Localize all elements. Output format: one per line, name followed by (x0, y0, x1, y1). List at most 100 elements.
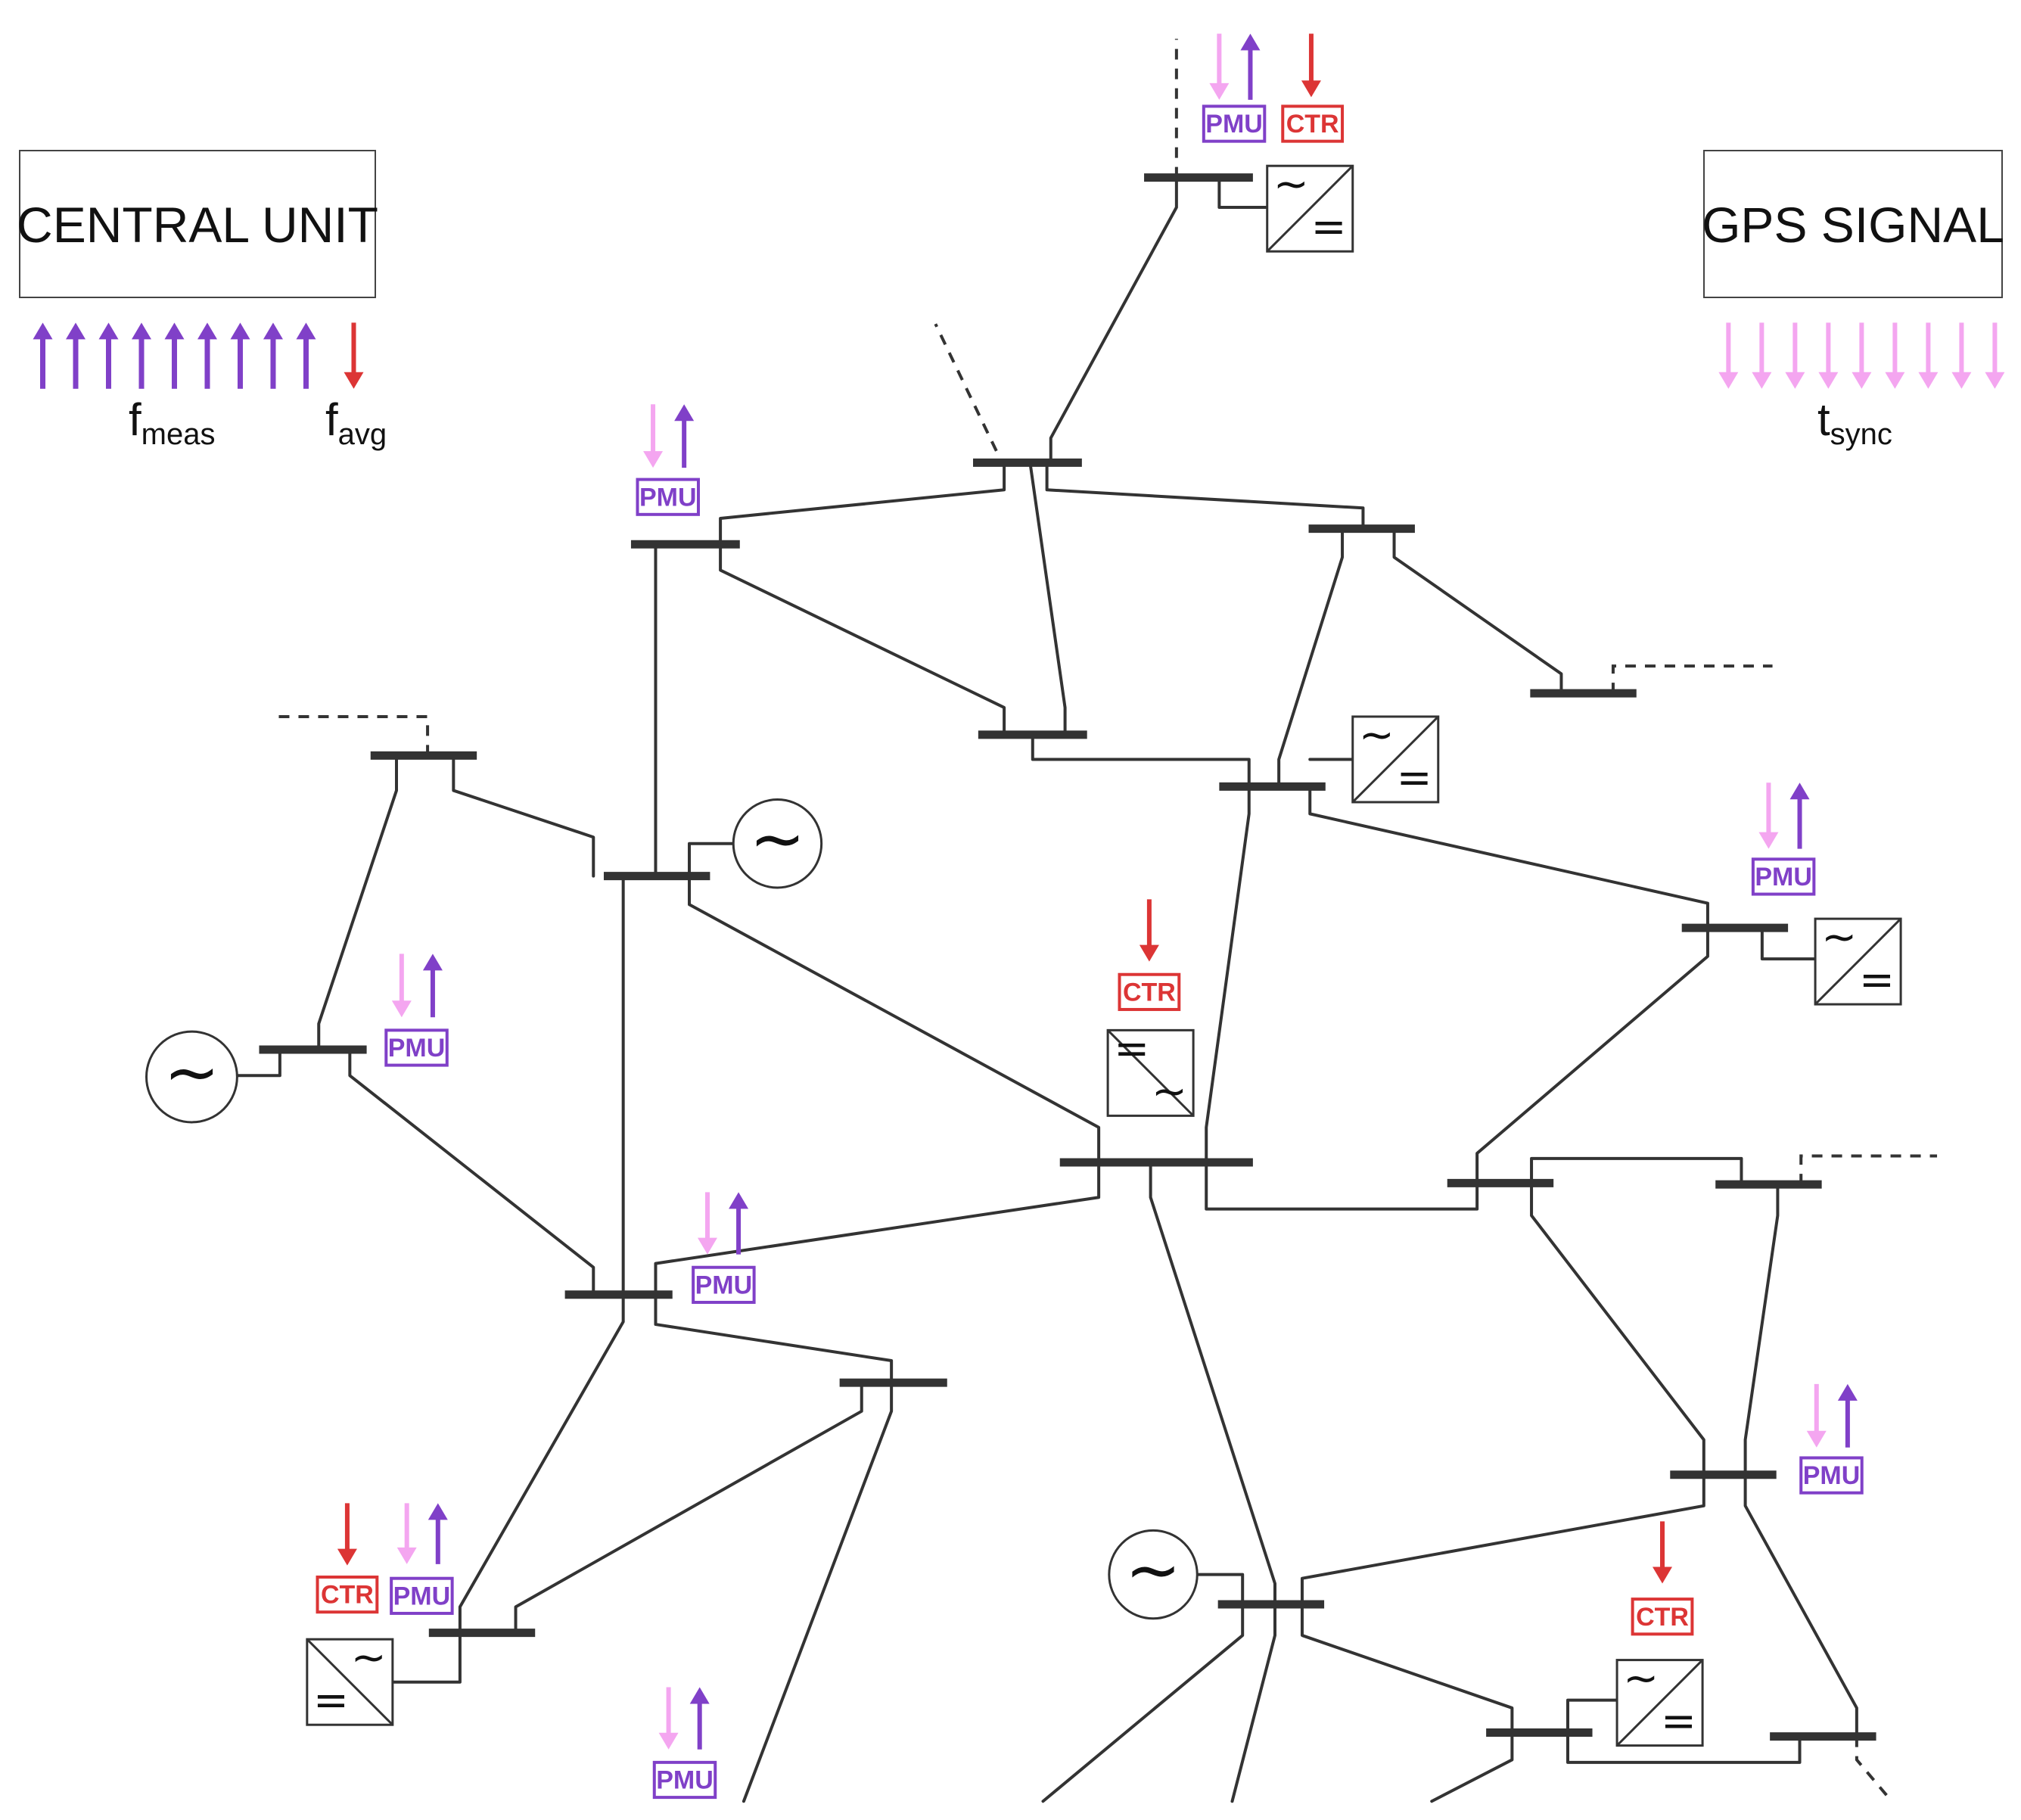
line-segment (654, 1293, 894, 1385)
gps-signal-box: GPS SIGNAL (1702, 150, 2004, 298)
external-line (1855, 1736, 1893, 1803)
pmu-arrow-icon (674, 404, 695, 468)
line-segment (742, 1381, 894, 1803)
line-segment (1300, 1473, 1705, 1606)
central-unit-label: CENTRAL UNIT (17, 197, 378, 253)
external-line (934, 323, 998, 452)
f-meas-arrow (33, 322, 53, 389)
line-segment (232, 1048, 281, 1078)
arrow-head (230, 322, 250, 340)
line-segment (1430, 1731, 1514, 1803)
f-meas-arrow (296, 322, 316, 389)
f-avg-label: favg (325, 394, 387, 451)
line-segment (1566, 1698, 1619, 1734)
pmu-tag: PMU (636, 478, 700, 516)
control-arrow-icon (1301, 33, 1321, 98)
converter-diagonal (1266, 165, 1354, 253)
arrow-head (296, 322, 316, 340)
converter-icon: ~= (306, 1633, 394, 1726)
arrow-head (1718, 372, 1739, 389)
control-arrow-icon (337, 1503, 357, 1566)
dc-symbol: = (1397, 753, 1432, 802)
dc-symbol: = (313, 1676, 349, 1725)
gps-signal-label: GPS SIGNAL (1702, 197, 2004, 253)
line-segment (719, 543, 1006, 736)
pmu-tag: PMU (384, 1028, 449, 1067)
generator-icon: ~ (1108, 1529, 1199, 1620)
f-meas-label: fmeas (129, 394, 215, 451)
t-sync-label: tsync (1817, 394, 1892, 451)
arrow-head (1653, 1566, 1673, 1584)
arrow-head (1918, 372, 1939, 389)
external-connections (272, 39, 1938, 1803)
pmu-arrow-icon (643, 404, 664, 468)
ac-symbol: ~ (1152, 1067, 1187, 1116)
generator-icon: ~ (145, 1030, 238, 1124)
generators: ~ ~ ~ (145, 798, 1199, 1620)
arrow-head (1752, 372, 1772, 389)
f-meas-arrow (263, 322, 283, 389)
line-segment (317, 754, 398, 1052)
pmu-arrow-icon (1240, 33, 1261, 100)
ac-symbol: ~ (351, 1633, 387, 1682)
line-segment (687, 842, 735, 878)
t-sync-arrow (1785, 322, 1805, 389)
arrow-head (391, 1000, 412, 1018)
generator-icon: ~ (732, 798, 823, 889)
line-segment (1205, 1161, 1479, 1211)
arrow-head (1852, 372, 1872, 389)
arrow-head (263, 322, 283, 340)
control-arrow-icon (1653, 1521, 1673, 1584)
t-sync-arrow (1818, 322, 1839, 389)
arrow-head (1240, 33, 1261, 51)
pmu-tag: PMU (1751, 857, 1816, 896)
arrow-head (1818, 372, 1839, 389)
line-segment (1049, 176, 1178, 465)
pmu-label: PMU (388, 1034, 446, 1062)
arrow-head (1806, 1430, 1827, 1448)
external-line (272, 714, 430, 756)
pmu-arrow-icon (422, 954, 443, 1018)
line-segment (1392, 527, 1563, 695)
pmu-label: PMU (656, 1766, 714, 1795)
transmission-lines (232, 176, 1858, 1803)
ctr-tag: CTR (1118, 972, 1181, 1011)
arrow-head (66, 322, 86, 340)
pmu-tag: PMU (692, 1265, 756, 1304)
arrow-head (729, 1192, 749, 1209)
line-segment (719, 461, 1006, 546)
dc-symbol: = (1311, 203, 1347, 252)
converter-icon: ~= (1615, 1654, 1704, 1747)
arrow-head (1785, 372, 1805, 389)
converter-diagonal (1351, 715, 1439, 804)
converter-diagonal (306, 1638, 393, 1726)
converter-diagonal (1107, 1029, 1195, 1117)
t-sync-arrow (1885, 322, 1905, 389)
external-line (1611, 664, 1773, 694)
pmu-arrow-icon (697, 1192, 717, 1255)
pmu-tag: PMU (1799, 1456, 1864, 1495)
converter-icon: ~= (1106, 1024, 1195, 1117)
pmu-arrow-icon (428, 1503, 448, 1564)
pmu-tag: PMU (652, 1760, 717, 1800)
tag-box (316, 1575, 379, 1614)
line-segment (1743, 1473, 1858, 1738)
pmu-label: PMU (1803, 1461, 1861, 1490)
line-segment (1028, 461, 1067, 736)
pmu-arrow-icon (1209, 33, 1230, 100)
pmu-arrow-icon (729, 1192, 749, 1255)
control-arrow-icon (1139, 899, 1159, 962)
buses (259, 173, 1876, 1741)
ac-symbol: ~ (164, 1033, 220, 1111)
pmu-arrow-icon (391, 954, 412, 1018)
arrow-head (131, 322, 151, 340)
pmu-arrow-icon (1789, 782, 1810, 849)
ctr-tag: CTR (1631, 1598, 1694, 1636)
ctr-tag: CTR (1281, 104, 1345, 143)
ctr-label: CTR (321, 1581, 374, 1610)
dc-symbol: = (1114, 1024, 1149, 1073)
arrow-head (689, 1687, 710, 1704)
f-avg-arrow (344, 322, 364, 389)
arrow-head (396, 1547, 417, 1564)
pmu-label: PMU (1205, 110, 1263, 138)
